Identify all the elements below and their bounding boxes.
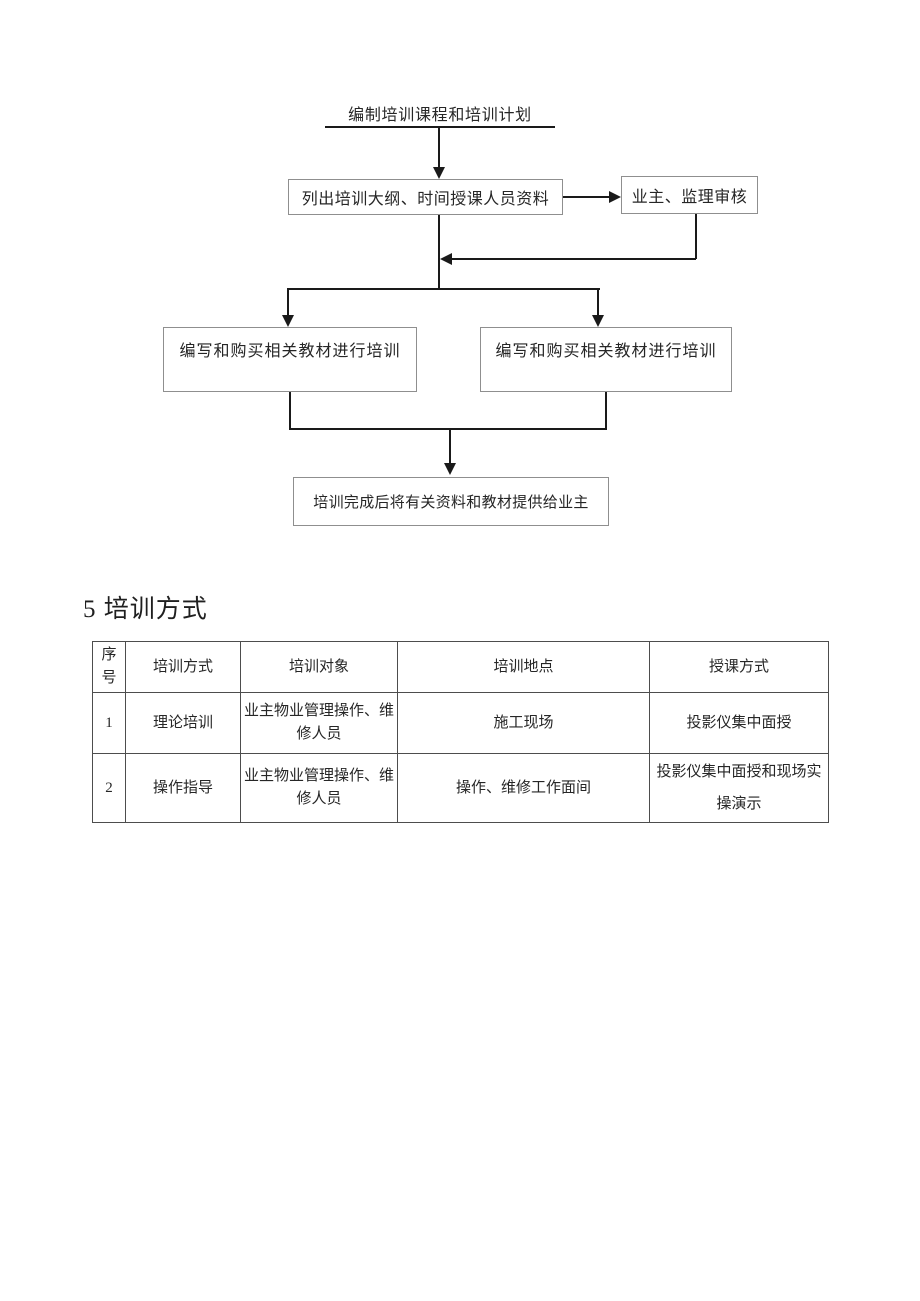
col-header-method: 培训方式 xyxy=(125,641,241,693)
arrow-down-icon xyxy=(444,463,456,475)
cell-method: 操作指导 xyxy=(125,753,241,823)
flow-box-outline: 列出培训大纲、时间授课人员资料 xyxy=(288,179,563,215)
section-heading: 5 培训方式 xyxy=(83,596,208,623)
flow-box-review: 业主、监理审核 xyxy=(621,176,758,214)
col-header-audience: 培训对象 xyxy=(240,641,398,693)
arrow-down-icon xyxy=(433,167,445,179)
cell-index: 2 xyxy=(92,753,126,823)
connector-line xyxy=(605,392,607,430)
col-header-delivery: 授课方式 xyxy=(649,641,829,693)
table-header-row: 序号 培训方式 培训对象 培训地点 授课方式 xyxy=(92,641,829,693)
connector-line xyxy=(563,196,610,198)
connector-line xyxy=(287,288,600,290)
flow-box-final: 培训完成后将有关资料和教材提供给业主 xyxy=(293,477,609,526)
connector-line xyxy=(287,288,289,316)
cell-location: 操作、维修工作面间 xyxy=(397,753,650,823)
cell-audience: 业主物业管理操作、维修人员 xyxy=(240,753,398,823)
arrow-left-icon xyxy=(440,253,452,265)
connector-line xyxy=(289,428,607,430)
flow-box-materials-left: 编写和购买相关教材进行培训 xyxy=(163,327,417,392)
arrow-down-icon xyxy=(592,315,604,327)
arrow-right-icon xyxy=(609,191,621,203)
connector-line xyxy=(695,214,697,259)
training-methods-table: 序号 培训方式 培训对象 培训地点 授课方式 1 理论培训 业主物业管理操作、维… xyxy=(92,641,829,823)
connector-line xyxy=(449,428,451,463)
cell-audience: 业主物业管理操作、维修人员 xyxy=(240,692,398,754)
cell-method: 理论培训 xyxy=(125,692,241,754)
arrow-down-icon xyxy=(282,315,294,327)
flow-box-materials-right: 编写和购买相关教材进行培训 xyxy=(480,327,732,392)
table-row: 2 操作指导 业主物业管理操作、维修人员 操作、维修工作面间 投影仪集中面授和现… xyxy=(92,753,829,823)
connector-line xyxy=(597,288,599,316)
col-header-index: 序号 xyxy=(92,641,126,693)
cell-index: 1 xyxy=(92,692,126,754)
cell-location: 施工现场 xyxy=(397,692,650,754)
connector-line xyxy=(289,392,291,430)
col-header-location: 培训地点 xyxy=(397,641,650,693)
connector-line xyxy=(452,258,696,260)
cell-delivery: 投影仪集中面授和现场实操演示 xyxy=(649,753,829,823)
connector-line xyxy=(438,215,440,289)
table-row: 1 理论培训 业主物业管理操作、维修人员 施工现场 投影仪集中面授 xyxy=(92,692,829,754)
flow-start-label: 编制培训课程和培训计划 xyxy=(325,105,555,128)
cell-delivery: 投影仪集中面授 xyxy=(649,692,829,754)
connector-line xyxy=(438,128,440,167)
